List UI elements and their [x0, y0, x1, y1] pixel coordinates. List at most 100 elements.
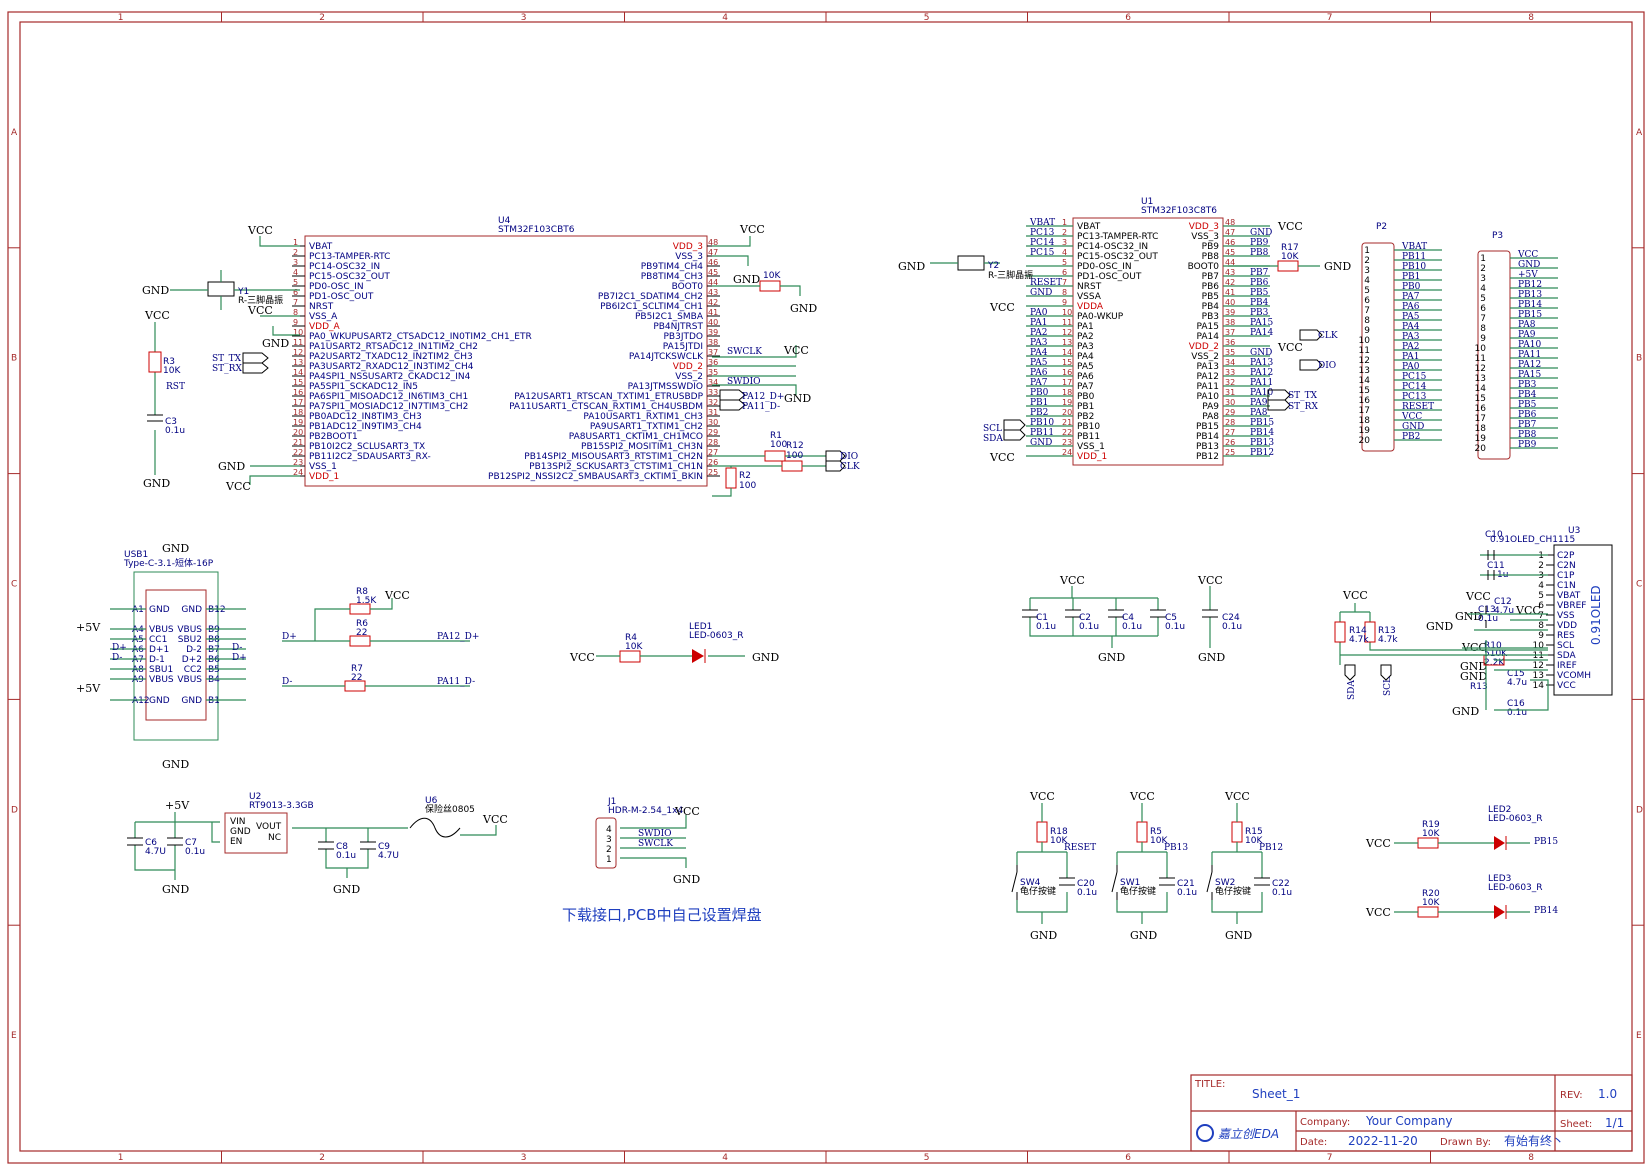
j1-swclk: SWCLK — [638, 839, 673, 849]
u1-right-pin-label: VDD_2 — [1189, 342, 1219, 352]
u1-right-pin-label: PA8 — [1202, 412, 1219, 422]
u1-right-pin-num: 42 — [1225, 278, 1235, 287]
u4-left-pin-num: 23 — [293, 458, 303, 467]
p2-pin-net: PC13 — [1402, 392, 1427, 402]
u1-left-pin-num: 9 — [1062, 298, 1067, 307]
sheet-label: Sheet: — [1560, 1119, 1592, 1130]
u4-st-rx: ST_RX — [212, 364, 242, 374]
oled-pin-num: 5 — [1538, 591, 1544, 601]
p2-pin-net: PA5 — [1402, 312, 1420, 322]
r13b-value: 4.7k — [1378, 635, 1398, 645]
c16-value: 0.1u — [1507, 708, 1527, 718]
switch-r-value: 10K — [1050, 836, 1068, 846]
u4-right-pin-num: 28 — [708, 438, 718, 447]
r13-value: 2.2K — [1484, 658, 1505, 668]
u4-right-pin-label: VSS_3 — [675, 252, 703, 262]
u1-i2c-flags — [1003, 419, 1026, 441]
p3-pin-net: PA8 — [1518, 320, 1536, 330]
u1-right-net: PA8 — [1250, 408, 1268, 418]
u1-right-net: PA13 — [1250, 358, 1273, 368]
ldo-output-wires — [292, 827, 408, 878]
u4-right-pin-label: PB15SPI2_MOSITIM1_CH3N — [581, 442, 703, 452]
u4-st-tx: ST_TX — [212, 354, 242, 364]
c10-ref: C10 — [1485, 530, 1503, 540]
u1-dio-flag — [1299, 359, 1323, 371]
c3-capacitor — [147, 414, 163, 422]
u1-right-pin-num: 41 — [1225, 288, 1235, 297]
p3-pin-num: 6 — [1480, 304, 1486, 314]
u1-left-pin-num: 12 — [1062, 328, 1072, 337]
u1-left-pin-label: PB2 — [1077, 412, 1094, 422]
switch-part: 龟仔按键 — [1215, 885, 1251, 897]
boot0-r-value: 10K — [763, 271, 781, 281]
u4-right-pin-num: 43 — [708, 288, 718, 297]
r12-value: 100 — [786, 451, 803, 461]
led-net: PB15 — [1534, 837, 1558, 847]
ldo-block: U2 RT9013-3.3GB VIN GND EN VOUT NC +5V C… — [127, 792, 508, 896]
c4-ref: C4 — [1122, 613, 1134, 623]
u4-left-pin-num: 4 — [293, 268, 298, 277]
zone-col-bottom: 6 — [1125, 1153, 1131, 1163]
r3-resistor — [148, 351, 162, 373]
u2-pin-vin: VIN — [230, 817, 246, 827]
r7-value: 22 — [351, 673, 362, 683]
u4-right-pin-num: 33 — [708, 388, 718, 397]
u4-left-pin-num: 9 — [293, 318, 298, 327]
u4-left-pin-label: PB11I2C2_SDAUSART3_RX- — [309, 452, 431, 462]
usb1-body — [145, 589, 207, 721]
switch-cap — [1254, 877, 1270, 886]
y1-wires — [170, 270, 300, 310]
pullup-flags — [1344, 664, 1392, 681]
p2-pin-num: 12 — [1359, 356, 1370, 366]
zone-row-left: A — [11, 128, 18, 138]
u4-right-pin-label: VSS_2 — [675, 372, 703, 382]
switch-gnd: GND — [1030, 929, 1057, 942]
p3-pin-num: 17 — [1475, 414, 1486, 424]
u4-left-pin-num: 10 — [293, 328, 303, 337]
pullup-sda: SDA — [1347, 680, 1357, 700]
u4-right-pin-num: 27 — [708, 448, 718, 457]
u4-left-pin-label: VSS_1 — [309, 462, 337, 472]
u4-right-pin-label: PB4NJTRST — [653, 322, 703, 332]
p3-pin-net: PB15 — [1518, 310, 1542, 320]
u1-right-pin-label: PB14 — [1196, 432, 1219, 442]
u6-part: 保险丝0805 — [425, 803, 475, 815]
p3-pin-num: 16 — [1475, 404, 1487, 414]
u1-clk-net: CLK — [1318, 331, 1338, 341]
usb1-inner-label: D+1 — [149, 645, 169, 655]
u1-left-pin-label: PA1 — [1077, 322, 1094, 332]
ldo-5v: +5V — [165, 799, 190, 812]
u4-left-pin-num: 13 — [293, 358, 303, 367]
u4-vdd3-wires — [712, 236, 751, 266]
u1-left-pin-num: 4 — [1062, 248, 1067, 257]
u1-right-net: PB3 — [1250, 308, 1269, 318]
oled-pin-num: 9 — [1538, 631, 1544, 641]
u1-left-net: PA1 — [1030, 318, 1047, 328]
p2-pin-net: RESET — [1402, 402, 1434, 412]
zone-col-bottom: 5 — [924, 1153, 930, 1163]
usb1-gnd-bottom: GND — [162, 758, 189, 771]
usb1-5v-1: +5V — [76, 621, 101, 634]
j1-pin-4: 4 — [606, 825, 612, 835]
oled-pin-label: SCL — [1557, 641, 1574, 651]
zone-col-bottom: 8 — [1528, 1153, 1534, 1163]
u1-right-pin-label: PB4 — [1202, 302, 1220, 312]
c5-value: 0.1u — [1165, 622, 1185, 632]
usb1-right-pin: B1 — [208, 696, 220, 706]
p3-pin-net: PA11 — [1518, 350, 1541, 360]
usb1-dm-right: D- — [232, 643, 242, 653]
u1-left-pin-label: PA5 — [1077, 362, 1094, 372]
p2-pin-num: 19 — [1359, 426, 1371, 436]
switch-r-ref: R18 — [1050, 827, 1068, 837]
zone-col-bottom: 3 — [521, 1153, 527, 1163]
u1-vcc-label-1: VCC — [989, 301, 1015, 314]
u1-left-net: PA3 — [1030, 338, 1048, 348]
u1-right-net: PB12 — [1250, 448, 1274, 458]
switch-part: 龟仔按键 — [1120, 885, 1156, 897]
oled-pin-label: VCOMH — [1557, 671, 1591, 681]
zone-col-top: 4 — [722, 13, 728, 23]
p3-pin-num: 2 — [1480, 264, 1486, 274]
c4-value: 0.1u — [1122, 622, 1142, 632]
oled-pin-num: 6 — [1538, 601, 1544, 611]
